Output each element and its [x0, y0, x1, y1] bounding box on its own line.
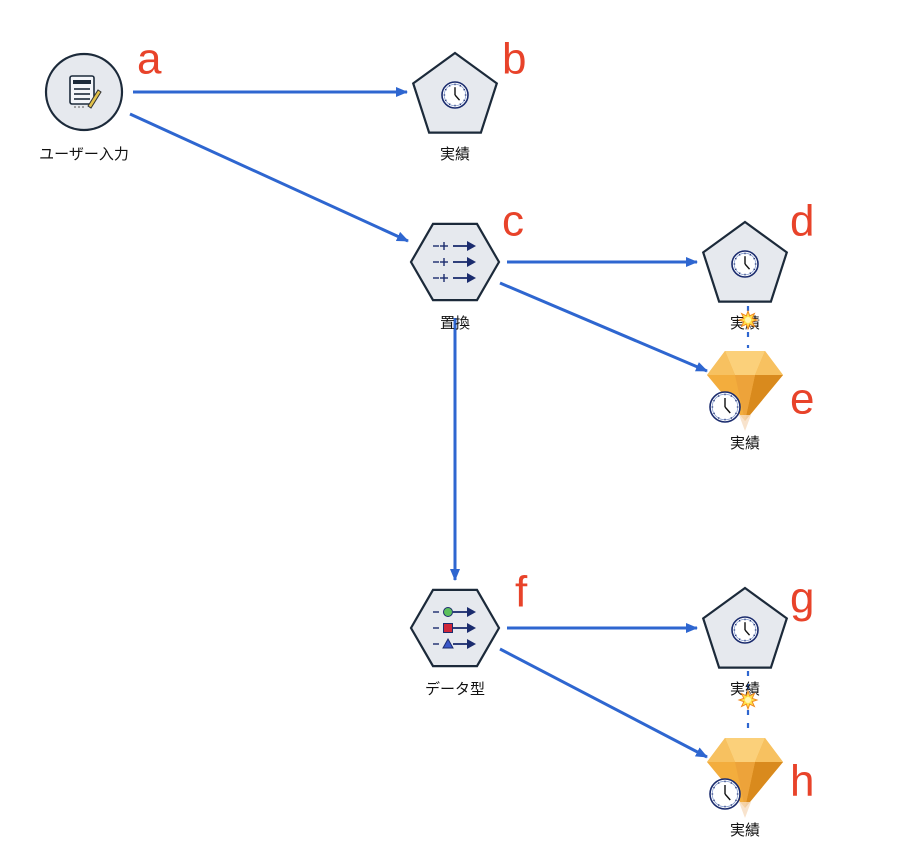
node-label-e: 実績 — [730, 434, 760, 452]
clock-icon — [709, 391, 741, 423]
node-g[interactable]: 実績 — [701, 586, 789, 698]
node-label-c: 置換 — [440, 314, 470, 332]
node-letter-e: e — [790, 375, 814, 424]
node-f[interactable]: データ型 — [409, 588, 501, 698]
edge-f-h[interactable] — [499, 647, 708, 759]
edges-layer — [129, 87, 750, 759]
node-a[interactable]: ユーザー入力 — [39, 52, 129, 163]
clock-icon — [731, 616, 759, 644]
node-label-b: 実績 — [440, 145, 470, 163]
node-e[interactable]: 実績 — [707, 351, 783, 452]
node-h[interactable]: 実績 — [707, 738, 783, 839]
edge-a-c[interactable] — [129, 112, 409, 243]
node-b[interactable]: 実績 — [411, 51, 499, 163]
clock-icon — [441, 81, 469, 109]
node-letter-d: d — [790, 197, 814, 246]
node-label-a: ユーザー入力 — [39, 145, 129, 163]
node-letter-c: c — [502, 197, 524, 246]
edge-c-e[interactable] — [499, 281, 708, 373]
gem-model-icon — [707, 738, 783, 818]
nodes-layer: ユーザー入力a実績b置換c実績d実績eデータ型f実績g実績h — [39, 35, 814, 839]
model-link-spark-icon — [737, 309, 759, 331]
node-letter-b: b — [502, 35, 526, 84]
node-letter-g: g — [790, 574, 814, 623]
node-label-g: 実績 — [730, 680, 760, 698]
gem-model-icon — [707, 351, 783, 431]
node-letter-f: f — [515, 568, 528, 617]
clock-icon — [731, 250, 759, 278]
type-shapes-icon — [433, 607, 476, 649]
node-letter-a: a — [137, 35, 162, 84]
replace-arrows-icon — [433, 241, 476, 283]
clock-icon — [709, 778, 741, 810]
model-link-spark-icon — [737, 689, 759, 711]
user-input-form-icon — [69, 75, 102, 109]
node-c[interactable]: 置換 — [409, 222, 501, 332]
node-label-f: データ型 — [425, 680, 485, 698]
node-label-h: 実績 — [730, 821, 760, 839]
node-letter-h: h — [790, 757, 814, 806]
